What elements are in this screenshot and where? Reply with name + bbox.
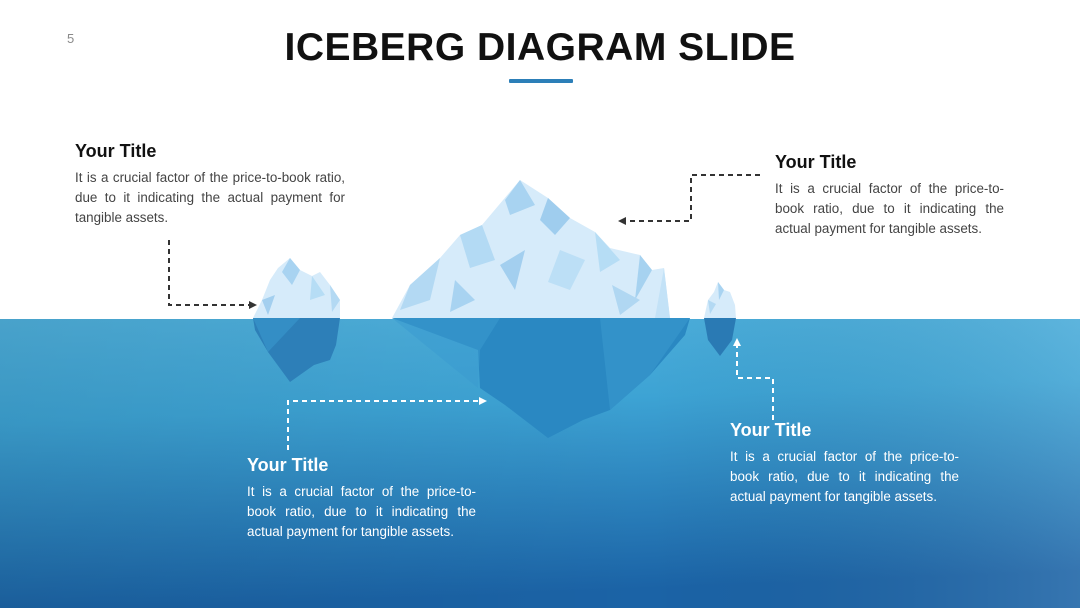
callout-text: It is a crucial factor of the price-to-b… xyxy=(247,484,476,539)
connector-arrowheads xyxy=(249,217,741,405)
callout-bottom-left: Your Title It is a crucial factor of the… xyxy=(247,455,476,541)
page-number: 5 xyxy=(67,31,75,46)
connector-bottom-right xyxy=(736,345,774,420)
connector-top-right xyxy=(626,174,760,222)
main-iceberg xyxy=(392,180,670,318)
callout-text: It is a crucial factor of the price-to-b… xyxy=(75,170,345,225)
callout-top-right: Your Title It is a crucial factor of the… xyxy=(775,152,1004,238)
right-iceberg xyxy=(704,282,736,318)
title-underline xyxy=(509,79,573,83)
callout-title: Your Title xyxy=(775,152,857,172)
callout-top-left: Your Title It is a crucial factor of the… xyxy=(75,141,345,227)
callout-bottom-right: Your Title It is a crucial factor of the… xyxy=(730,420,959,506)
callout-text: It is a crucial factor of the price-to-b… xyxy=(775,181,1004,236)
callout-text: It is a crucial factor of the price-to-b… xyxy=(730,449,959,504)
callout-title: Your Title xyxy=(730,420,812,440)
slide-title: ICEBERG DIAGRAM SLIDE xyxy=(284,26,796,69)
connector-top-left xyxy=(168,240,250,306)
connector-bottom-left xyxy=(287,400,480,450)
callout-title: Your Title xyxy=(247,455,329,475)
callout-title: Your Title xyxy=(75,141,157,161)
left-iceberg xyxy=(253,258,340,318)
